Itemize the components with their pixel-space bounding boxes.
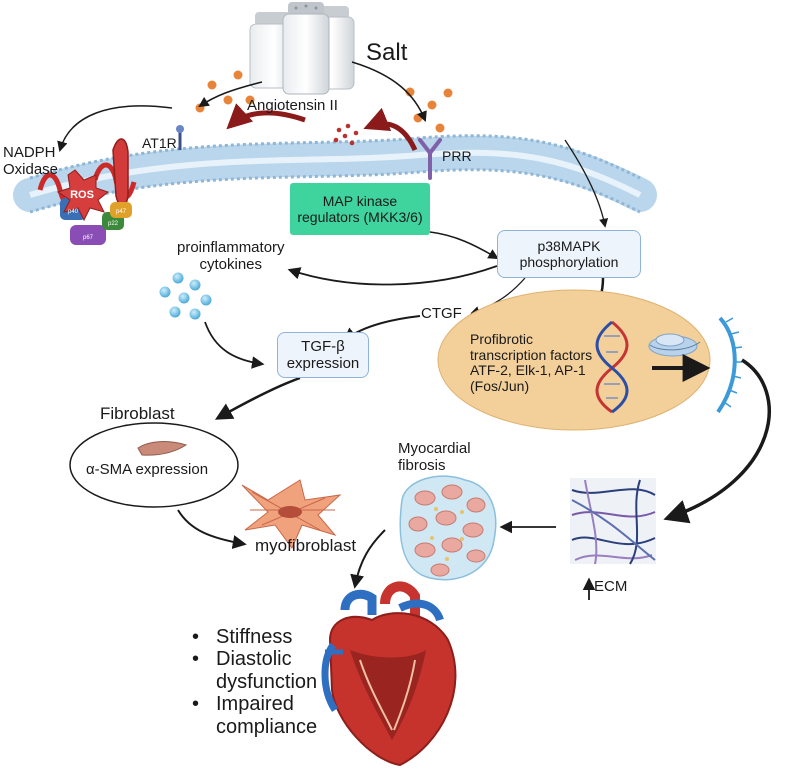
- prr-receptor-icon: [418, 138, 442, 180]
- salt-to-prr-arrow: [351, 61, 427, 122]
- nadph-oxidase-label: NADPH Oxidase: [3, 144, 59, 178]
- at1r-receptor-icon: [176, 125, 184, 150]
- subunit-p67-label: p67: [83, 235, 94, 241]
- ctgf-label: CTGF: [421, 305, 462, 322]
- nadph-oxidase-complex-icon: ROS p67 p40 p22 p47: [37, 138, 137, 245]
- myofibroblast-cell-icon: [241, 479, 342, 549]
- myocardial-fibrosis-label: Myocardial fibrosis: [398, 440, 471, 474]
- cytokine-dots: [159, 272, 212, 320]
- salt-shaker-icon: [249, 2, 355, 95]
- salt-label: Salt: [366, 39, 408, 66]
- cytokines-to-tgf-arrow: [204, 321, 265, 369]
- myocardial-tissue-icon: [399, 475, 497, 581]
- p38-to-cytokines-arrow: [287, 265, 498, 286]
- ecm-label: ECM: [594, 578, 628, 595]
- tgf-beta-box: TGF-β expression: [277, 332, 369, 378]
- angiotensin-label: Angiotensin II: [247, 97, 338, 114]
- mapk-to-p38-arrow: [429, 231, 499, 260]
- outcome-impaired-compliance: Impaired compliance: [190, 693, 317, 738]
- protein-strand-icon: [716, 316, 743, 414]
- subunit-p22-label: p22: [108, 221, 119, 227]
- myofibroblast-label: myofibroblast: [255, 536, 357, 555]
- at1r-label: AT1R: [142, 135, 177, 151]
- myofibroblast-to-heart-arrow: [350, 529, 386, 589]
- ecm-fibers-icon: [570, 478, 656, 565]
- subunit-p47-label: p47: [116, 209, 127, 215]
- protein-to-ecm-arrow: [663, 358, 771, 524]
- subunit-p40-label: p40: [68, 209, 79, 215]
- asma-expression-label: α-SMA expression: [86, 461, 209, 478]
- prr-to-p38-arrow: [564, 139, 609, 228]
- prr-to-angiotensin-arrow: [363, 107, 418, 152]
- tgf-to-fibroblast-arrow: [214, 376, 301, 420]
- p38-phosphorylation-box: p38MAPK phosphorylation: [497, 230, 641, 278]
- dna-helix-icon: [595, 320, 629, 414]
- ribosome-icon: [648, 333, 701, 357]
- proinflammatory-cytokines-label: proinflammatory cytokines: [177, 239, 285, 273]
- angiotensin-small-dots: [333, 123, 359, 146]
- transcription-factors-label: Profibrotic transcription factors ATF-2,…: [470, 331, 593, 395]
- ros-label: ROS: [70, 189, 94, 201]
- fibroblast-label: Fibroblast: [100, 404, 175, 423]
- outcomes-list: Stiffness Diastolic dysfunction Impaired…: [190, 626, 317, 738]
- heart-icon: [321, 581, 457, 767]
- fibroblast-cell-icon: [137, 441, 188, 456]
- at1r-to-nadph-arrow: [57, 105, 173, 153]
- fibroblast-to-myofibroblast-arrow: [177, 509, 247, 549]
- prr-label: PRR: [442, 148, 472, 164]
- angiotensin-to-at1r-arrow: [226, 103, 306, 130]
- outcome-diastolic-dysfunction: Diastolic dysfunction: [190, 648, 317, 693]
- cell-membrane: [13, 134, 657, 214]
- mapk-regulators-box: MAP kinase regulators (MKK3/6): [290, 183, 430, 235]
- salt-to-at1r-arrow: [198, 81, 263, 108]
- fibroblast-oval: [69, 422, 239, 508]
- outcome-stiffness: Stiffness: [190, 626, 317, 649]
